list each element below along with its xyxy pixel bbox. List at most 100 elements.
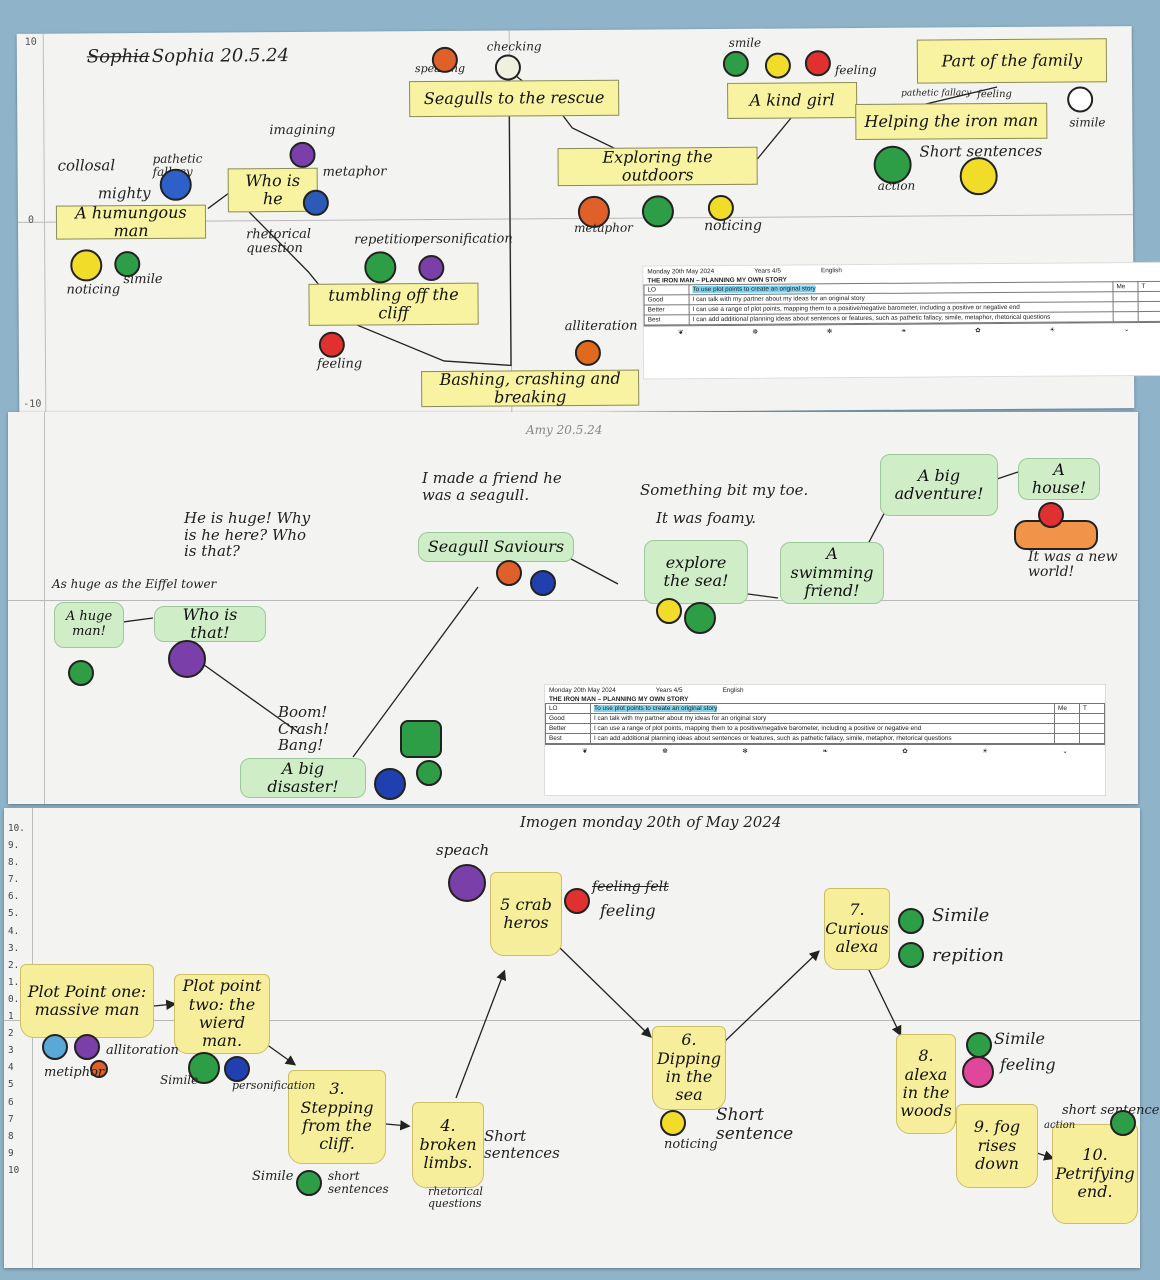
green-circle-2-icon — [684, 602, 716, 634]
imagining-icon — [289, 141, 316, 168]
label-alliteration: alliteration — [564, 318, 638, 335]
label-short-4: short sentence — [1062, 1103, 1160, 1118]
label-rhetorical: rhetorical questions — [428, 1185, 483, 1211]
zero-baseline — [4, 1020, 1140, 1021]
repition-icon — [898, 942, 924, 968]
plot-point-6: A swimming friend! — [780, 542, 884, 604]
plot-point-7: A big adventure! — [880, 454, 998, 516]
orange-circle-icon — [496, 560, 522, 586]
plot-point-8: A house! — [1018, 458, 1100, 500]
sheet-header: Imogen monday 20th of May 2024 — [520, 813, 782, 831]
label-feeling-2: feeling — [1000, 1055, 1056, 1074]
green-circle-icon — [68, 660, 94, 686]
label-metaphor-2: metaphor — [574, 220, 633, 236]
label-imagining: imagining — [269, 122, 336, 139]
label-personification: personification — [232, 1079, 316, 1092]
plot-point-9: 9. fog rises down — [956, 1104, 1038, 1188]
simile-icon — [898, 908, 924, 934]
yellow-circle-icon — [656, 598, 682, 624]
personification-icon — [224, 1056, 250, 1082]
label-feeling-struck: feeling felt — [592, 879, 669, 895]
simile-4-icon — [966, 1032, 992, 1058]
plot-point-4: Bashing, crashing and breaking — [421, 368, 640, 408]
plot-point-1: A huge man! — [54, 602, 124, 648]
speaking-icon — [431, 46, 458, 73]
simile-3-icon — [296, 1170, 322, 1196]
label-pathetic-2: pathetic fallacy — [901, 88, 972, 99]
plot-point-9: Part of the family — [916, 38, 1108, 84]
purple-circle-icon — [168, 640, 206, 678]
heart-icon — [804, 50, 831, 77]
feeling-icon — [564, 888, 590, 914]
feeling-icon — [318, 331, 345, 358]
label-simile-1: Simile — [932, 905, 990, 926]
personification-icon — [418, 254, 445, 282]
label-simile-2: simile — [1069, 115, 1106, 130]
label-simile-4: Simile — [994, 1029, 1045, 1048]
label-noticing-2: noticing — [703, 217, 762, 235]
plot-point-6: 6. Dipping in the sea — [652, 1026, 726, 1110]
label-feeling-3: feeling — [977, 88, 1012, 101]
plot-point-1: Plot Point one: massive man — [20, 964, 154, 1038]
plot-connector-lines — [153, 947, 1055, 1161]
label-checking: checking — [486, 39, 542, 54]
pathetic-fallacy-icon — [159, 168, 192, 201]
story-plan-sophia: 10 0 -10 Sophia Sophia 20.5.24 A humungo… — [16, 26, 1160, 416]
checking-icon — [494, 54, 522, 81]
metaphor-icon — [302, 189, 329, 216]
plot-point-1: A humungous man — [55, 202, 207, 240]
simile-2-icon — [188, 1052, 220, 1084]
label-short-1: short sentences — [328, 1169, 389, 1197]
action-icon — [1110, 1110, 1136, 1136]
label-simile-2: Simile — [160, 1073, 199, 1087]
plot-point-3: tumbling off the cliff — [308, 282, 479, 326]
label-action: action — [1044, 1120, 1076, 1131]
story-plan-imogen: Imogen monday 20th of May 2024 10.9.8.7.… — [4, 808, 1159, 1268]
equal-icon — [416, 760, 442, 786]
label-personification: personification — [414, 231, 513, 248]
label-short-2: Short sentences — [484, 1127, 560, 1162]
story-plan-amy: Amy 20.5.24 A huge man! Who is that! A b… — [8, 412, 1138, 804]
simile-2-icon — [1067, 86, 1094, 113]
label-noticing: noticing — [664, 1137, 718, 1152]
speach-icon — [448, 864, 486, 902]
smile-yellow-icon — [764, 52, 792, 79]
smile-icon — [722, 50, 749, 77]
blue-circle-icon — [530, 570, 556, 596]
plot-connector-lines — [122, 471, 1019, 758]
label-alliteration: allitoration — [106, 1043, 179, 1058]
red-heart-icon — [1038, 502, 1064, 528]
label-short-3: Short sentence — [716, 1105, 794, 1144]
metaphor-2-icon — [74, 1034, 100, 1060]
plot-point-3: 3. Stepping from the cliff. — [288, 1070, 386, 1164]
label-metaphor: metiphor — [44, 1065, 105, 1080]
metaphor-icon — [42, 1034, 68, 1060]
note-he-is-huge: He is huge! Why is he here? Who is that? — [184, 509, 311, 560]
label-short: Short sentences — [919, 141, 1043, 161]
note-made-friend: I made a friend he was a seagull. — [422, 469, 562, 504]
note-new-world: It was a new world! — [1028, 549, 1118, 581]
noticing-icon — [70, 249, 103, 282]
note-boom: Boom! Crash! Bang! — [278, 703, 329, 754]
plot-point-8: 8. alexa in the woods — [896, 1034, 956, 1134]
label-action: action — [877, 178, 916, 193]
label-feeling-2: feeling — [834, 62, 877, 78]
heart-icon — [374, 768, 406, 800]
repetition-icon — [364, 251, 397, 284]
plot-point-4: Seagull Saviours — [418, 532, 574, 562]
short-sentences-icon — [959, 157, 998, 196]
note-foamy: It was foamy. — [656, 509, 756, 527]
plot-point-5: explore the sea! — [644, 540, 748, 604]
margin-line — [32, 808, 33, 1268]
label-feeling-1: feeling — [316, 356, 363, 372]
plot-point-4: 4. broken limbs. — [412, 1102, 484, 1188]
plot-point-3: A big disaster! — [240, 758, 366, 798]
plot-point-5: 5 crab heros — [490, 872, 562, 956]
label-feeling: feeling — [600, 901, 656, 920]
label-simile-3: Simile — [252, 1169, 294, 1184]
label-metaphor-1: metaphor — [322, 164, 387, 180]
label-repetition: repetition — [354, 232, 420, 248]
